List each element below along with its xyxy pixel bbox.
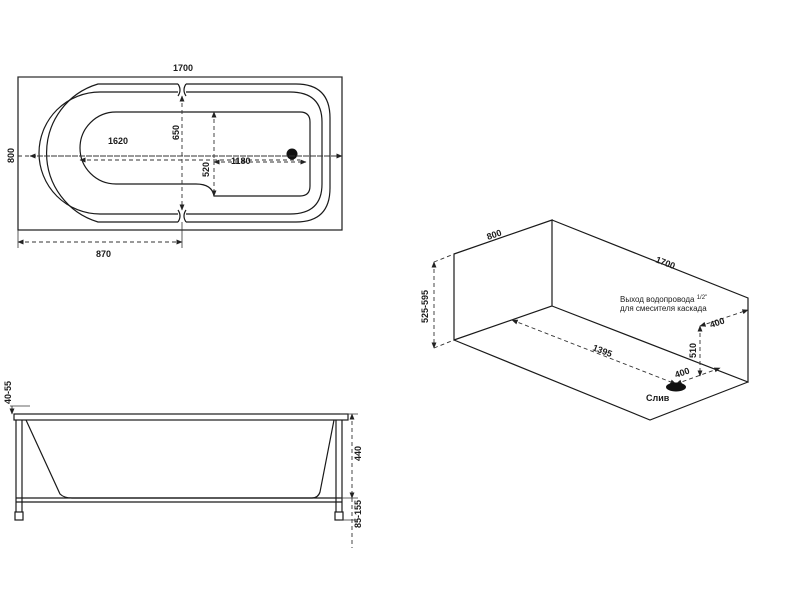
label-offset-870: 870 <box>96 249 111 259</box>
label-inner-1620: 1620 <box>108 136 128 146</box>
label-backrest-650: 650 <box>171 125 181 140</box>
supply-note: Выход водопровода 1/2" <box>620 295 707 304</box>
label-wall-1700: 1700 <box>654 255 676 272</box>
label-length-1700: 1700 <box>173 63 193 73</box>
installation-view: 800 1700 525-595 1395 400 400 510 Выход … <box>420 220 748 420</box>
label-legs-85-155: 85-155 <box>353 500 363 528</box>
label-wall-800: 800 <box>485 228 502 242</box>
top-view: 1700 800 1620 650 1180 520 870 <box>6 63 342 259</box>
drain-marker <box>666 383 686 392</box>
label-seat-1180: 1180 <box>231 156 251 166</box>
side-view: 40-55 440 85-155 <box>3 381 363 548</box>
label-rim-40-55: 40-55 <box>3 381 13 404</box>
label-supply-510: 510 <box>688 343 698 358</box>
drain-label: Слив <box>646 393 670 403</box>
label-drain-400: 400 <box>673 366 690 380</box>
label-height-525-595: 525-595 <box>420 290 430 323</box>
tub-basin <box>80 112 310 196</box>
rim-bar <box>14 414 348 420</box>
label-drain-1395: 1395 <box>591 343 613 360</box>
label-depth-440: 440 <box>353 446 363 461</box>
drain-hole <box>287 149 298 160</box>
tub-body <box>26 420 334 498</box>
supply-note-line2: для смесителя каскада <box>620 304 707 313</box>
label-supply-400: 400 <box>708 316 725 330</box>
label-seat-520: 520 <box>201 162 211 177</box>
label-width-800: 800 <box>6 148 16 163</box>
